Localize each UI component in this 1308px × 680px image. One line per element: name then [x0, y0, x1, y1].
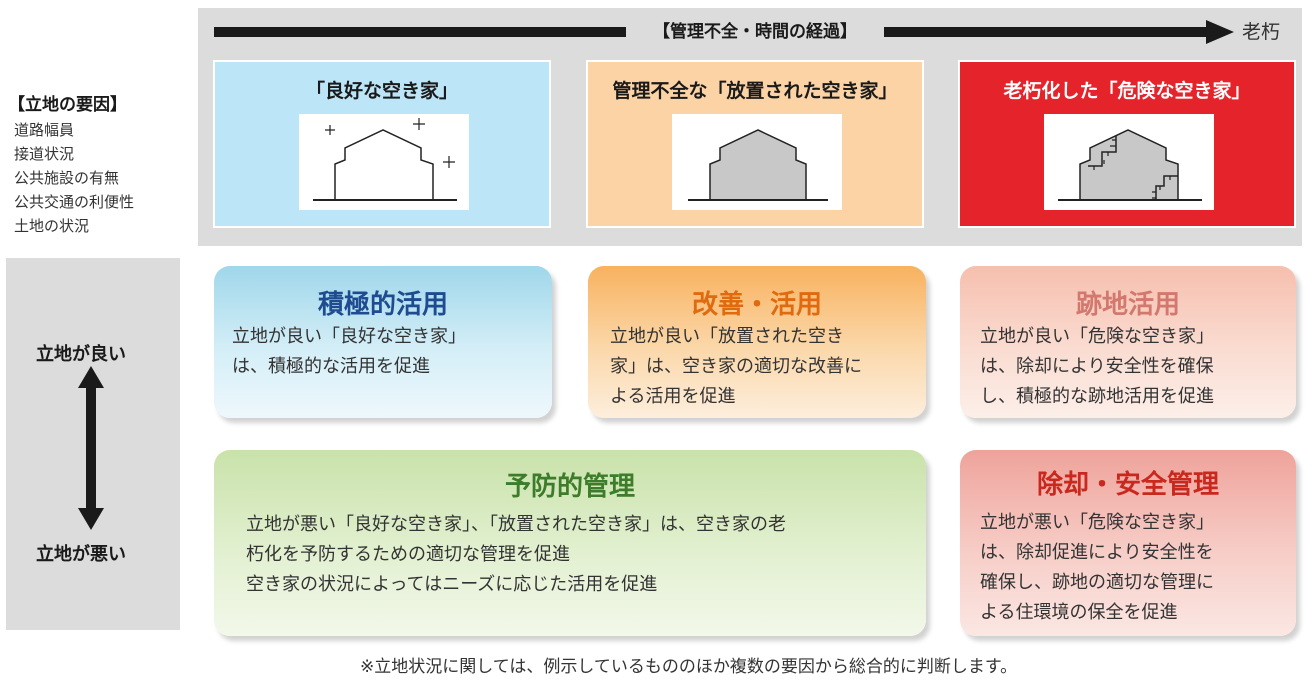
card-description: 立地が良い「良好な空き家」 は、積極的な活用を促進: [232, 322, 542, 382]
stage-good-vacant-house: 「良好な空き家」: [213, 60, 551, 228]
stage-neglected-vacant-house: 管理不全な「放置された空き家」: [586, 60, 924, 228]
card-description: 立地が悪い「良好な空き家」、「放置された空き家」は、空き家の老 朽化を予防するた…: [246, 510, 916, 600]
location-factors-title: 【立地の要因】: [8, 95, 127, 115]
card-description: 立地が良い「放置された空き 家」は、空き家の適切な改善に よる活用を促進: [610, 322, 910, 412]
sparkle-icon: [413, 118, 425, 130]
damaged-house-icon: [1058, 129, 1202, 201]
house-icon: [688, 129, 828, 201]
vertical-double-arrow-icon: [78, 366, 104, 530]
stage-dangerous-title: 老朽化した「危険な空き家」: [1003, 80, 1251, 102]
aging-end-label: 老朽: [1242, 21, 1281, 43]
card-line: 立地が良い「放置された空き: [610, 326, 844, 347]
card-line: は、積極的な活用を促進: [232, 356, 430, 377]
card-line: 朽化を予防するための適切な管理を促進: [246, 544, 570, 565]
card-line: は、除却促進により安全性を: [980, 542, 1214, 563]
card-title: 改善・活用: [691, 290, 822, 320]
strategy-card-removal-safety: 除却・安全管理 立地が悪い「危険な空き家」 は、除却促進により安全性を 確保し、…: [960, 450, 1296, 636]
neglected-house-illustration: [672, 114, 842, 210]
card-line: よる住環境の保全を促進: [980, 602, 1178, 623]
card-line: 立地が良い「良好な空き家」: [232, 326, 466, 347]
factor-item: 土地の状況: [14, 217, 90, 235]
card-line: 確保し、跡地の適切な管理に: [980, 572, 1214, 593]
card-line: 立地が悪い「危険な空き家」: [980, 512, 1214, 533]
time-arrow-line-left: [214, 27, 626, 37]
strategy-card-active-use: 積極的活用 立地が良い「良好な空き家」 は、積極的な活用を促進: [214, 266, 552, 418]
house-icon: [313, 118, 457, 201]
stage-neglected-title: 管理不全な「放置された空き家」: [612, 80, 898, 102]
card-title: 予防的管理: [504, 472, 635, 502]
time-arrow-line-right: [884, 27, 1210, 37]
card-line: は、除却により安全性を確保: [980, 356, 1214, 377]
sparkle-icon: [325, 125, 335, 135]
factor-item: 接道状況: [14, 145, 75, 163]
factor-item: 公共施設の有無: [14, 169, 120, 187]
card-title: 跡地活用: [1075, 290, 1180, 320]
strategy-card-improve-use: 改善・活用 立地が良い「放置された空き 家」は、空き家の適切な改善に よる活用を…: [588, 266, 926, 418]
sparkle-icon: [443, 156, 455, 168]
card-description: 立地が良い「危険な空き家」 は、除却により安全性を確保 し、積極的な跡地活用を促…: [980, 322, 1280, 412]
time-arrow-head: [1206, 20, 1234, 44]
card-title: 積極的活用: [317, 290, 448, 320]
dangerous-house-illustration: [1044, 114, 1214, 210]
card-title: 除却・安全管理: [1036, 470, 1219, 500]
card-line: よる活用を促進: [610, 386, 736, 407]
card-line: 立地が良い「危険な空き家」: [980, 326, 1214, 347]
good-house-illustration: [299, 114, 469, 210]
location-good-label: 立地が良い: [36, 344, 126, 365]
strategy-card-site-use: 跡地活用 立地が良い「危険な空き家」 は、除却により安全性を確保 し、積極的な跡…: [960, 266, 1296, 418]
factor-item: 道路幅員: [14, 121, 75, 139]
card-line: 空き家の状況によってはニーズに応じた活用を促進: [246, 574, 658, 595]
stage-dangerous-vacant-house: 老朽化した「危険な空き家」: [958, 60, 1296, 228]
time-arrow-label: 【管理不全・時間の経過】: [653, 22, 857, 42]
stage-good-title: 「良好な空き家」: [305, 80, 458, 102]
card-line: し、積極的な跡地活用を促進: [980, 386, 1214, 407]
strategy-card-preventive-management: 予防的管理 立地が悪い「良好な空き家」、「放置された空き家」は、空き家の老 朽化…: [214, 450, 926, 636]
footnote: ※立地状況に関しては、例示しているもののほか複数の要因から総合的に判断します。: [360, 657, 1018, 677]
card-line: 家」は、空き家の適切な改善に: [610, 356, 862, 377]
card-line: 立地が悪い「良好な空き家」、「放置された空き家」は、空き家の老: [246, 514, 786, 535]
location-bad-label: 立地が悪い: [36, 544, 126, 565]
card-description: 立地が悪い「危険な空き家」 は、除却促進により安全性を 確保し、跡地の適切な管理…: [980, 508, 1280, 628]
factor-item: 公共交通の利便性: [14, 193, 135, 211]
